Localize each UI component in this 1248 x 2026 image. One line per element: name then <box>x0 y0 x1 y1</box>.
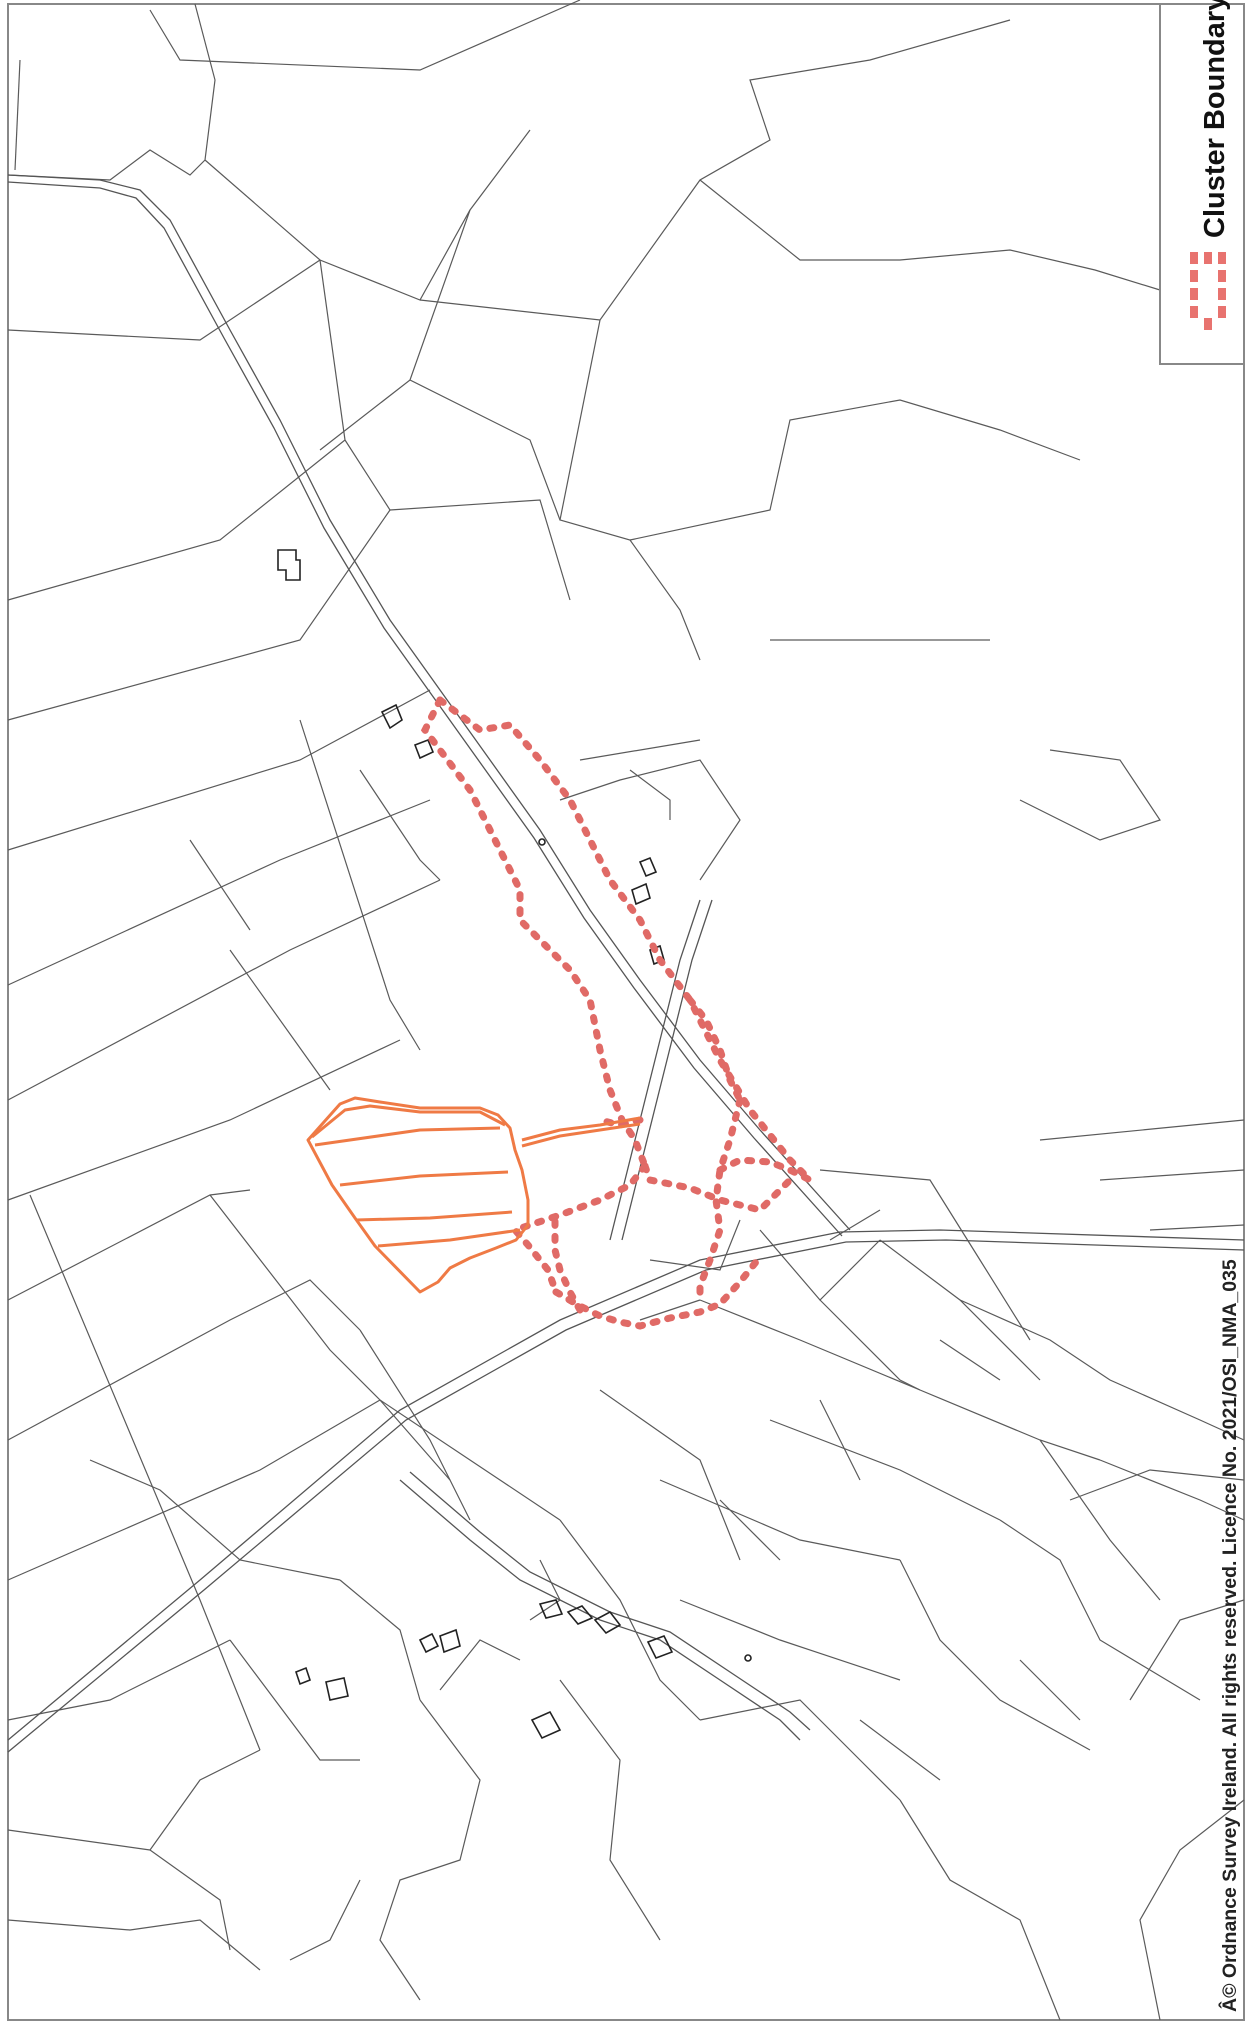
legend-label: Cluster Boundary <box>1199 0 1231 238</box>
map-border <box>7 3 1245 2021</box>
copyright-notice: Â© Ordnance Survey Ireland. All rights r… <box>1217 1259 1241 2012</box>
cluster-boundary <box>420 696 814 1330</box>
cluster-boundary-legend-symbol <box>1190 252 1226 330</box>
field-boundaries <box>7 0 1245 2021</box>
roads <box>7 174 1245 1753</box>
legend: Cluster Boundary <box>1159 0 1245 365</box>
buildings <box>277 549 752 1740</box>
proposed-site-outline <box>306 1096 641 1294</box>
legend-box <box>1159 3 1245 365</box>
